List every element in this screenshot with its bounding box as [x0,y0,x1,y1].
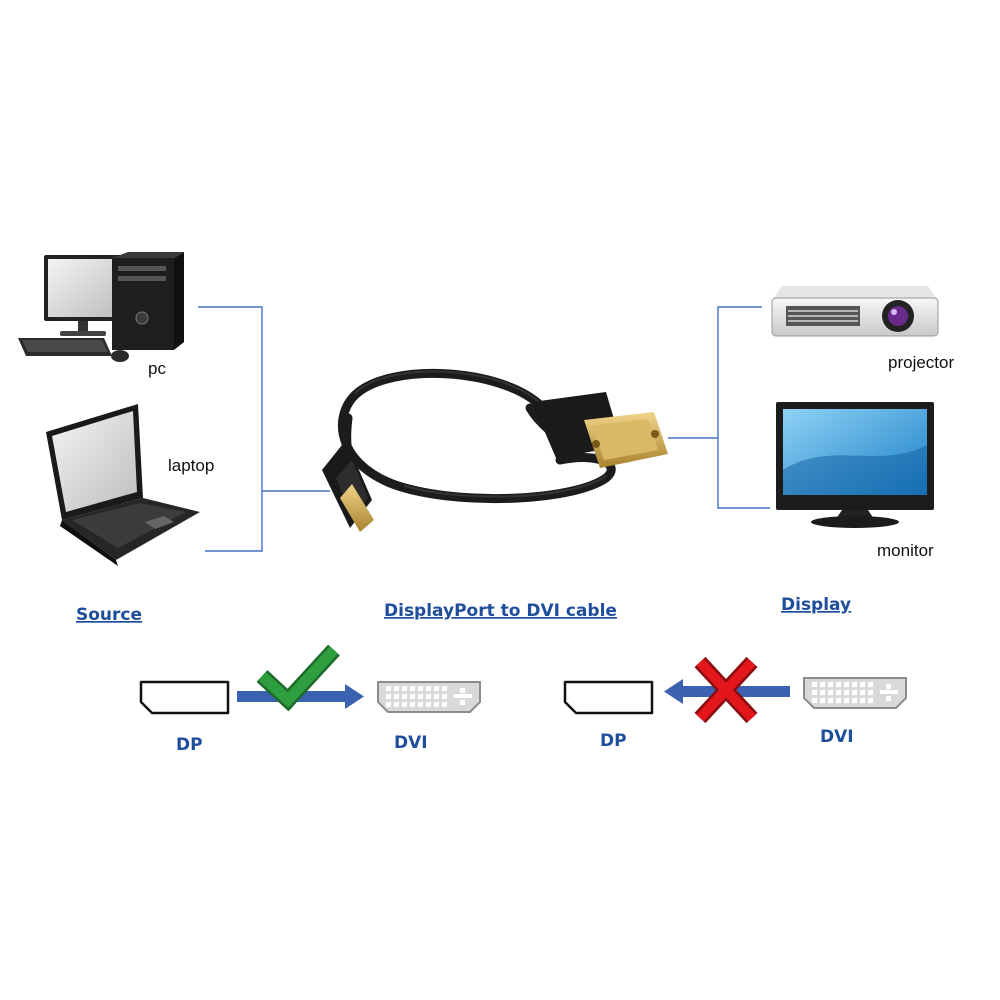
source-header: Source [76,605,142,625]
pc-monitor [44,255,122,336]
pc-label: pc [148,359,166,378]
pc-mouse [111,350,129,362]
dp-to-dvi-cable [322,368,668,532]
display-header: Display [781,595,851,615]
projector-label: projector [888,353,954,372]
dvi-label-unsupported: DVI [820,727,854,747]
laptop-label: laptop [168,456,214,475]
dp-plug [322,440,374,532]
cross-icon [694,656,758,724]
dp-label-supported: DP [176,735,203,755]
dvi-plug [532,392,668,468]
unsupported-direction: DP DVI [563,656,907,751]
display-bracket [668,306,770,509]
supported-direction: DP DVI [139,644,481,755]
cable-header: DisplayPort to DVI cable [384,601,617,621]
dvi-label-supported: DVI [394,733,428,753]
source-bracket [198,306,330,552]
pc-tower [112,252,184,350]
dp-port-icon [139,680,230,715]
check-icon [256,644,340,712]
projector-illustration [771,286,939,337]
dvi-port-icon-2 [803,677,907,709]
dp-port-icon-2 [563,680,654,715]
monitor-label: monitor [877,541,934,560]
dp-label-unsupported: DP [600,731,627,751]
laptop-illustration [46,404,200,566]
pc-keyboard [18,338,112,356]
monitor-illustration [776,402,934,528]
dvi-port-icon [377,681,481,713]
pc-illustration [18,252,184,362]
